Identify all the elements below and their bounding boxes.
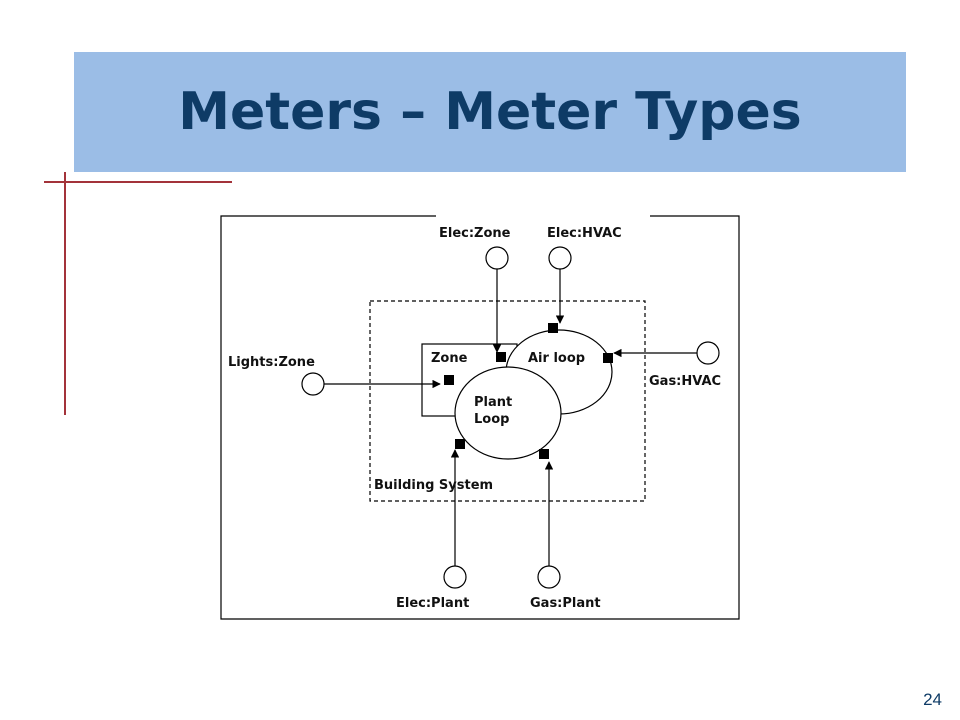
meter-gas-hvac bbox=[696, 341, 720, 365]
meter-elec-zone bbox=[485, 246, 509, 270]
connector-zone-elec bbox=[496, 352, 506, 362]
slide-title: Meters – Meter Types bbox=[178, 82, 802, 142]
label-plant-loop-line2: Loop bbox=[474, 412, 509, 427]
connector-air-loop-elec bbox=[548, 323, 558, 333]
decorative-vertical-line bbox=[64, 172, 66, 415]
meter-elec-plant bbox=[443, 565, 467, 589]
label-elec-plant: Elec:Plant bbox=[396, 596, 469, 611]
label-gas-hvac: Gas:HVAC bbox=[649, 374, 721, 389]
title-band: Meters – Meter Types bbox=[74, 52, 906, 172]
connector-air-loop-gas bbox=[603, 353, 613, 363]
connector-plant-elec bbox=[455, 439, 465, 449]
outer-frame bbox=[220, 215, 740, 620]
plant-loop-ellipse bbox=[454, 366, 562, 460]
meter-gas-plant bbox=[537, 565, 561, 589]
label-elec-zone: Elec:Zone bbox=[439, 226, 511, 241]
connector-zone-lights bbox=[444, 375, 454, 385]
decorative-horizontal-line bbox=[44, 181, 232, 183]
building-system-boundary bbox=[369, 300, 646, 502]
label-zone: Zone bbox=[431, 351, 468, 366]
label-lights-zone: Lights:Zone bbox=[228, 355, 315, 370]
page-number: 24 bbox=[923, 690, 942, 709]
label-air-loop: Air loop bbox=[528, 351, 585, 366]
connector-plant-gas bbox=[539, 449, 549, 459]
label-gas-plant: Gas:Plant bbox=[530, 596, 601, 611]
label-building-system: Building System bbox=[374, 478, 493, 493]
meter-elec-hvac bbox=[548, 246, 572, 270]
meter-lights-zone bbox=[301, 372, 325, 396]
label-elec-hvac: Elec:HVAC bbox=[547, 226, 622, 241]
label-plant-loop-line1: Plant bbox=[474, 395, 512, 410]
